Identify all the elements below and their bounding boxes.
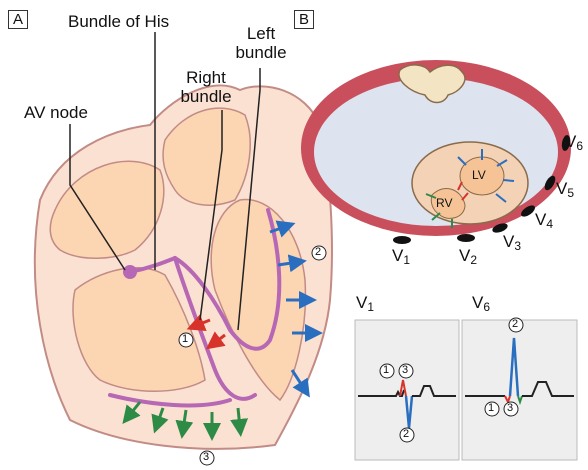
marker-1: 1 (182, 333, 188, 345)
ecg-v6-marker-2: 2 (512, 318, 518, 330)
ecg-v1-marker-2: 2 (403, 428, 409, 440)
label-rv: RV (436, 196, 452, 210)
label-bundle-of-his: Bundle of His (68, 12, 169, 31)
marker-3: 3 (203, 451, 209, 463)
lead-v2-label: V2 (459, 246, 477, 267)
ecg-v1-title: V1 (356, 293, 374, 314)
marker-2: 2 (315, 246, 321, 258)
lead-v1-label: V1 (392, 246, 410, 267)
label-av-node: AV node (24, 103, 88, 122)
ecg-v6-marker-1: 1 (488, 402, 494, 414)
ecg-v6-panel (462, 320, 577, 460)
label-right-bundle: Right bundle (170, 68, 242, 106)
label-left-bundle: Left bundle (226, 24, 296, 62)
lead-v3-label: V3 (503, 232, 521, 253)
av-node (123, 265, 137, 279)
panel-b-label: B (294, 10, 314, 29)
panel-a-label: A (8, 10, 28, 29)
lead-v5-label: V5 (556, 179, 574, 200)
ecg-v6-marker-3: 3 (507, 402, 513, 414)
lead-v4-label: V4 (535, 210, 553, 231)
ecg-v1-marker-3: 3 (402, 364, 408, 376)
lead-v6-label: V6 (565, 132, 583, 153)
label-lv: LV (472, 168, 486, 182)
ecg-v1-marker-1: 1 (383, 364, 389, 376)
ecg-v6-title: V6 (472, 293, 490, 314)
